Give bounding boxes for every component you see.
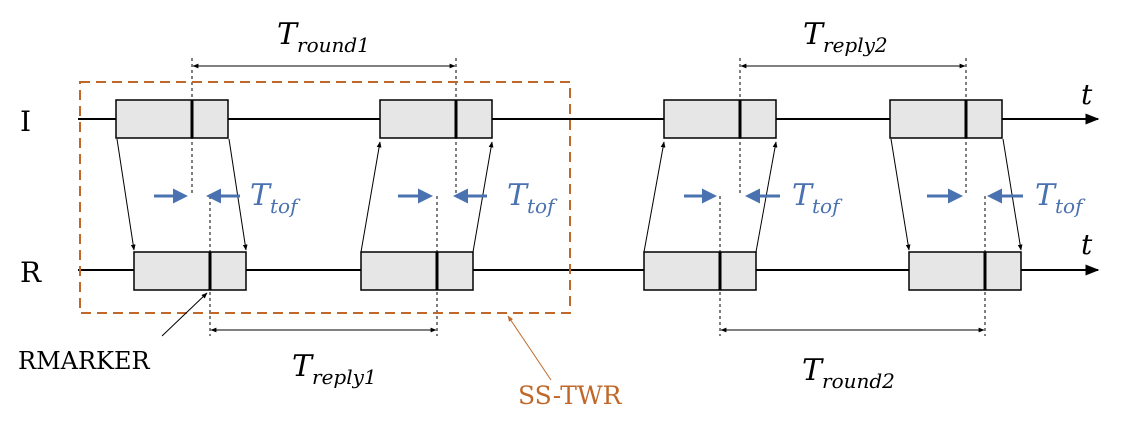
packet-i-3	[663, 99, 777, 139]
sstwr-region-box	[79, 81, 571, 314]
reply1-subscript: reply1	[312, 365, 377, 389]
svg-text:Ttof: Ttof	[792, 178, 843, 218]
tof-indicator-4: Ttof	[927, 178, 1086, 218]
tof-indicator-2: Ttof	[398, 178, 558, 218]
interval-round2: Tround2	[720, 327, 985, 393]
packet-r-2	[360, 251, 474, 291]
packet-i-4	[889, 99, 1003, 139]
initiator-time-axis-label: t	[1081, 78, 1093, 111]
svg-text:Ttof: Ttof	[250, 178, 301, 218]
round2-symbol: T	[802, 353, 824, 388]
rmarker-pointer-line	[161, 292, 208, 337]
tof-3-subscript: tof	[812, 194, 843, 218]
round1-subscript: round1	[297, 33, 370, 57]
tof-1-subscript: tof	[270, 194, 301, 218]
reply2-symbol: T	[803, 17, 825, 52]
svg-text:Treply2: Treply2	[803, 17, 888, 57]
rmarker-label: RMARKER	[18, 347, 150, 375]
svg-text:Ttof: Ttof	[1035, 178, 1086, 218]
sstwr-pointer-line	[507, 315, 552, 381]
responder-time-axis-label: t	[1081, 228, 1093, 261]
packet-i-2	[379, 99, 493, 139]
interval-reply2: Treply2	[740, 17, 966, 69]
packet-r-3	[643, 251, 757, 291]
interval-reply1: Treply1	[210, 327, 437, 389]
packet-i-1	[115, 99, 229, 139]
svg-text:Tround1: Tround1	[277, 17, 370, 57]
round2-subscript: round2	[822, 369, 895, 393]
tof-indicator-1: Ttof	[154, 178, 301, 218]
tof-indicator-3: Ttof	[684, 178, 843, 218]
svg-text:Ttof: Ttof	[507, 178, 558, 218]
svg-text:Tround2: Tround2	[802, 353, 895, 393]
interval-round1: Tround1	[192, 17, 456, 69]
svg-text:Treply1: Treply1	[292, 349, 377, 389]
responder-label: R	[20, 256, 42, 289]
tof-4-symbol: T	[1035, 178, 1057, 213]
marker-dashed-lines	[191, 58, 986, 336]
round1-symbol: T	[277, 17, 299, 52]
packet-r-4	[908, 251, 1022, 291]
tof-1-symbol: T	[250, 178, 272, 213]
initiator-label: I	[20, 105, 31, 138]
tof-2-subscript: tof	[527, 194, 558, 218]
tof-4-subscript: tof	[1055, 194, 1086, 218]
reply2-subscript: reply2	[823, 33, 888, 57]
tof-2-symbol: T	[507, 178, 529, 213]
reply1-symbol: T	[292, 349, 314, 384]
packet-r-1	[133, 251, 247, 291]
tof-3-symbol: T	[792, 178, 814, 213]
sstwr-label: SS-TWR	[518, 381, 623, 410]
